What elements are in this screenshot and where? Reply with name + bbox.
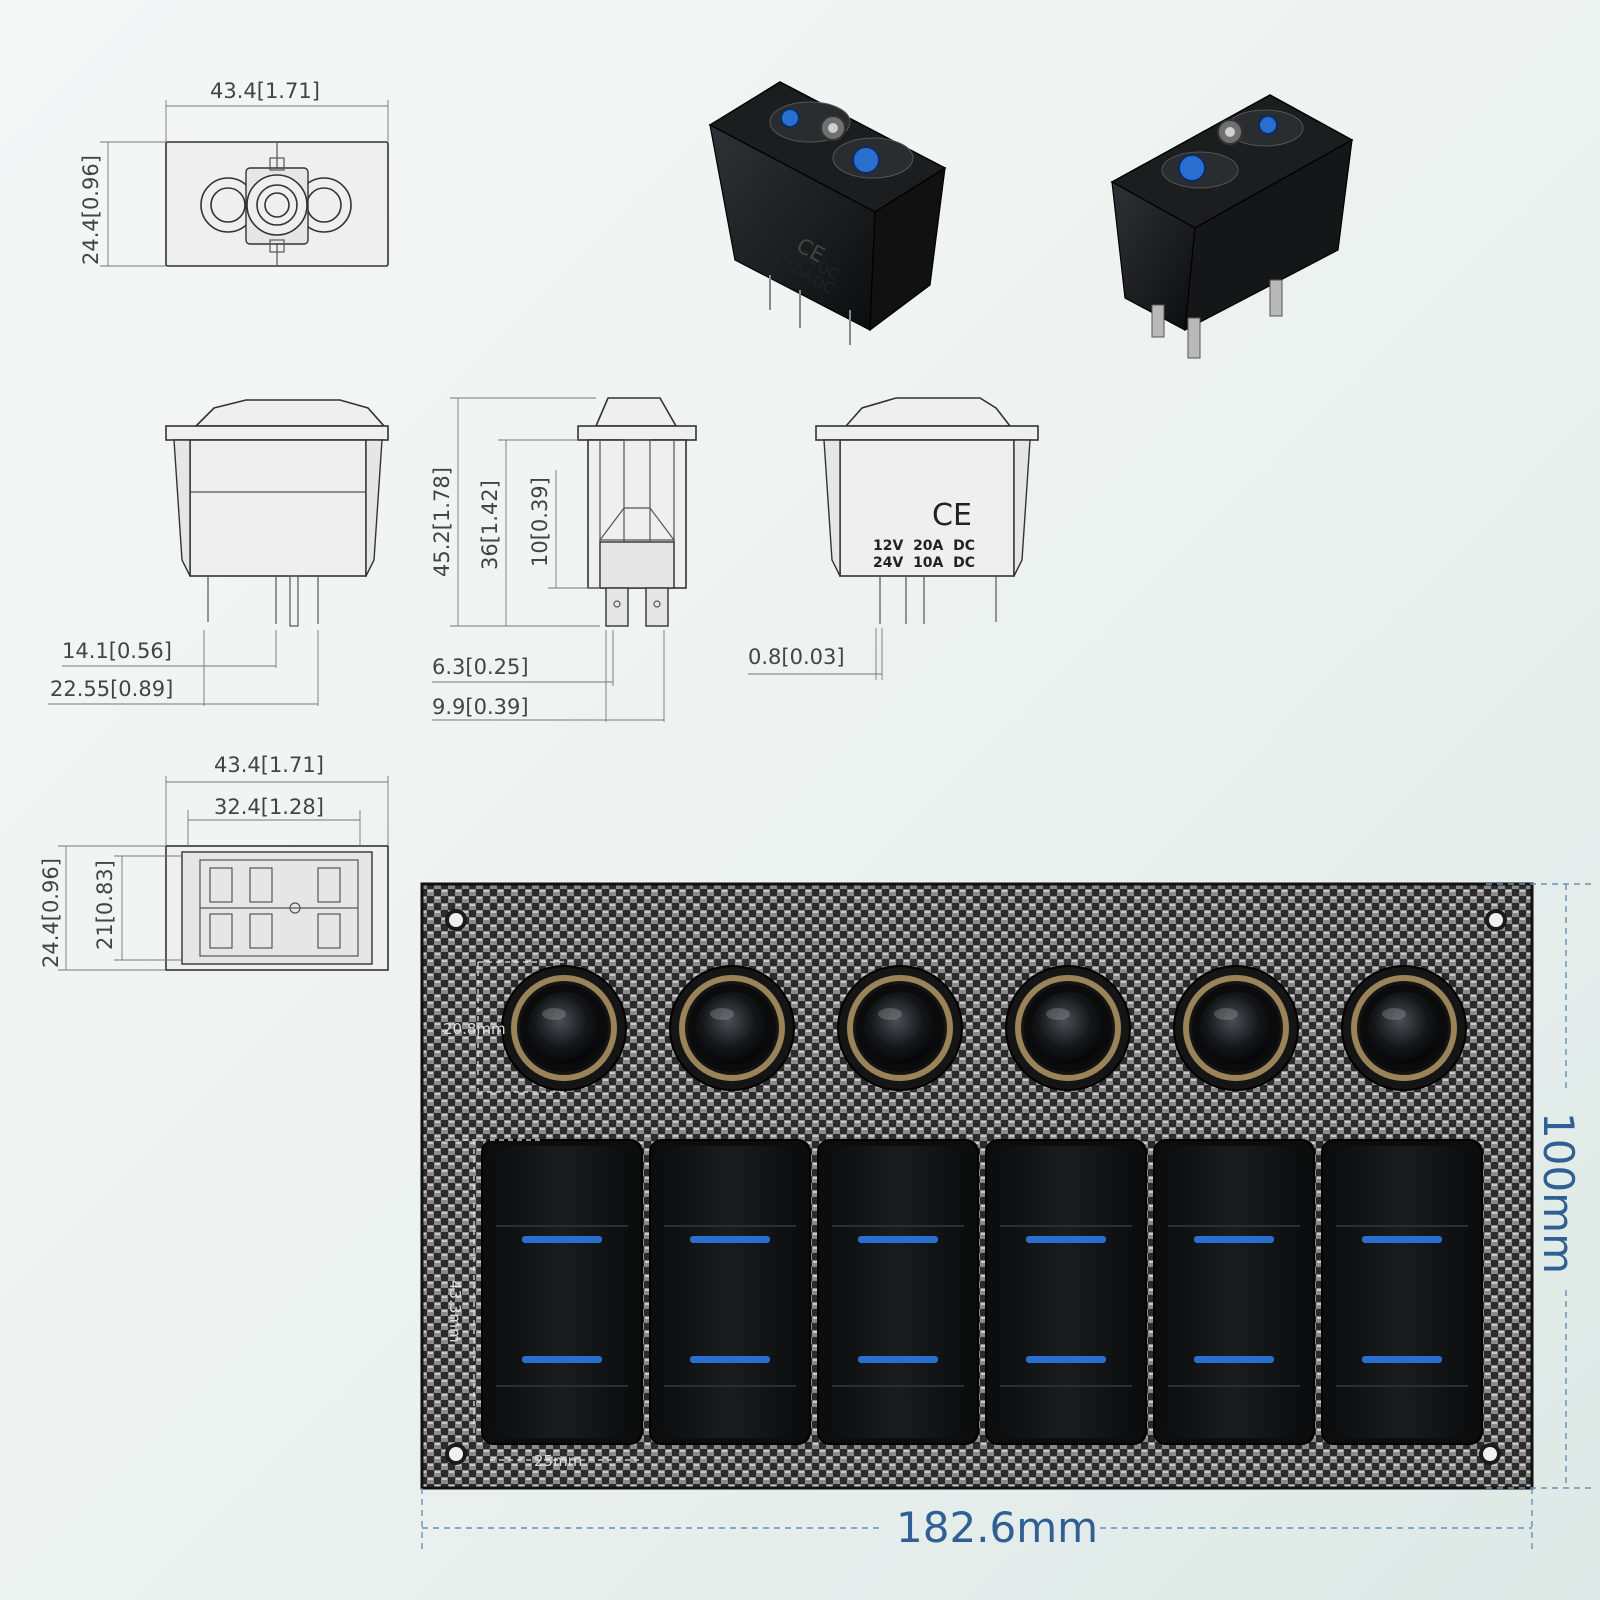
rocker-switch-3[interactable]	[817, 1139, 979, 1445]
panel-height-dim: 100mm	[1534, 1112, 1583, 1274]
top-led-bar-4	[1026, 1236, 1106, 1243]
reset-button-2[interactable]	[696, 992, 768, 1064]
circuit-breaker-6[interactable]	[1341, 965, 1467, 1091]
switch-panel: 20.8mm 43.3mm 25mm	[420, 882, 1534, 1490]
rocker-height-dim: 43.3mm	[446, 1280, 464, 1343]
bottom-led-bar-6	[1362, 1356, 1442, 1363]
reset-button-4[interactable]	[1032, 992, 1104, 1064]
rating-line-1: 12V 20A DC	[873, 538, 975, 554]
top-led-bar-1	[522, 1236, 602, 1243]
bottom-led-bar-2	[690, 1356, 770, 1363]
pin-spacing-dim-1: 14.1[0.56]	[62, 639, 172, 663]
body-height-dim: 36[1.42]	[478, 480, 502, 570]
top-led-bar-3	[858, 1236, 938, 1243]
reset-button-5[interactable]	[1200, 992, 1272, 1064]
bottom-inner-height-dim: 21[0.83]	[93, 860, 117, 950]
total-height-dim: 45.2[1.78]	[430, 467, 454, 577]
circuit-breaker-2[interactable]	[669, 965, 795, 1091]
reset-button-1[interactable]	[528, 992, 600, 1064]
switch-render-front: 12V 24V 20A 10A DC DC CE	[708, 81, 947, 345]
top-led-bar-5	[1194, 1236, 1274, 1243]
bottom-view: 43.4[1.71] 32.4[1.28] 24.4[0.96] 21[0.83…	[39, 753, 389, 971]
mounting-holes	[445, 909, 1507, 1465]
top-width-dim: 43.4[1.71]	[210, 79, 320, 103]
terminal-span-dim: 9.9[0.39]	[432, 695, 529, 719]
bottom-outer-height-dim: 24.4[0.96]	[39, 858, 63, 968]
bottom-inner-width-dim: 32.4[1.28]	[214, 795, 324, 819]
pin-thickness-dim: 0.8[0.03]	[748, 645, 845, 669]
pin-spacing-dim-2: 22.55[0.89]	[50, 677, 173, 701]
rocker-switch-4[interactable]	[985, 1139, 1147, 1445]
top-led-bar-6	[1362, 1236, 1442, 1243]
circuit-breaker-row	[501, 965, 1467, 1091]
side-view-a: 14.1[0.56] 22.55[0.89]	[48, 399, 389, 706]
breaker-dim: 20.8mm	[443, 1020, 506, 1038]
circuit-breaker-1[interactable]	[501, 965, 627, 1091]
circuit-breaker-4[interactable]	[1005, 965, 1131, 1091]
panel-dimensions: 100mm 182.6mm	[421, 883, 1596, 1552]
ce-mark: CE	[932, 498, 972, 533]
rating-line-2: 24V 10A DC	[873, 555, 975, 571]
bottom-led-bar-3	[858, 1356, 938, 1363]
bottom-led-bar-5	[1194, 1356, 1274, 1363]
rocker-switch-row	[481, 1139, 1483, 1445]
bottom-led-bar-4	[1026, 1356, 1106, 1363]
bottom-outer-width-dim: 43.4[1.71]	[214, 753, 324, 777]
side-view-b: 45.2[1.78] 36[1.42] 10[0.39] 6.3[0.25] 9…	[430, 397, 697, 722]
rocker-width-dim: 25mm	[534, 1452, 582, 1470]
rocker-switch-2[interactable]	[649, 1139, 811, 1445]
circuit-breaker-5[interactable]	[1173, 965, 1299, 1091]
rocker-switch-5[interactable]	[1153, 1139, 1315, 1445]
reset-button-3[interactable]	[864, 992, 936, 1064]
terminal-width-dim: 6.3[0.25]	[432, 655, 529, 679]
top-led-bar-2	[690, 1236, 770, 1243]
side-view-c: CE 12V 20A DC 24V 10A DC 0.8[0.03]	[748, 397, 1039, 680]
circuit-breaker-3[interactable]	[837, 965, 963, 1091]
top-height-dim: 24.4[0.96]	[79, 155, 103, 265]
switch-render-angled	[1110, 94, 1354, 359]
bottom-led-bar-1	[522, 1356, 602, 1363]
pin-length-dim: 10[0.39]	[528, 477, 552, 567]
rocker-switch-1[interactable]	[481, 1139, 643, 1445]
reset-button-6[interactable]	[1368, 992, 1440, 1064]
panel-width-dim: 182.6mm	[896, 1503, 1098, 1552]
top-view: 43.4[1.71] 24.4[0.96]	[79, 79, 389, 267]
rocker-switch-6[interactable]	[1321, 1139, 1483, 1445]
